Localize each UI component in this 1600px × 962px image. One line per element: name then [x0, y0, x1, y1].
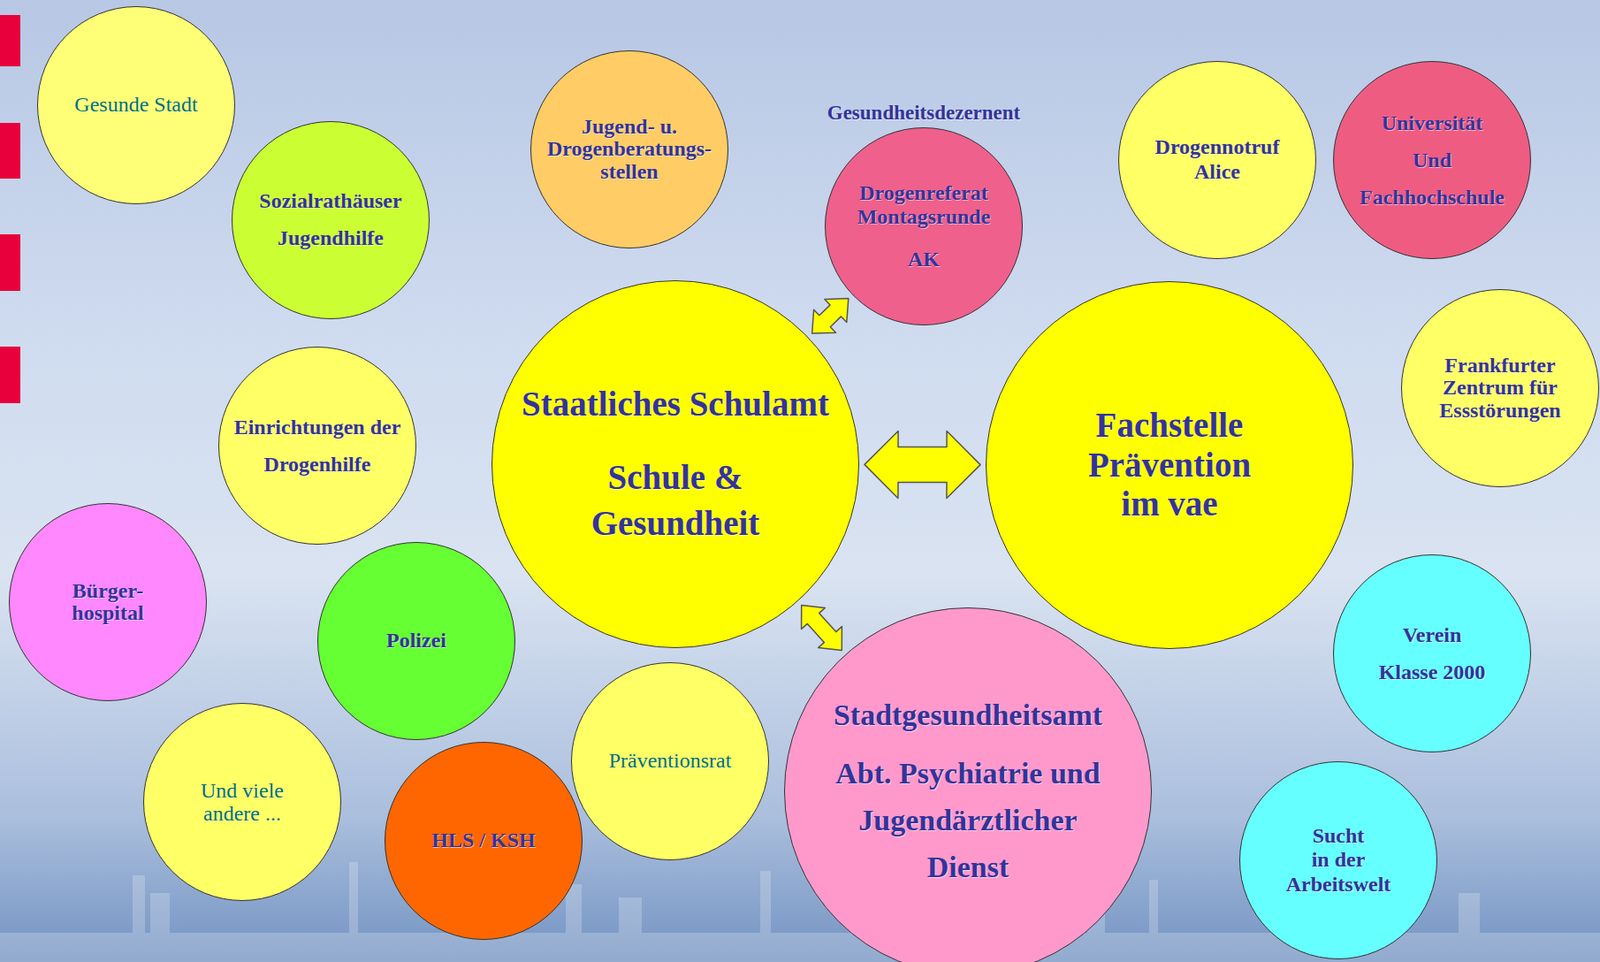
text-line: Sucht [1312, 823, 1365, 849]
text-line: HLS / KSH [431, 828, 535, 854]
circle-node: HLS / KSH [384, 741, 583, 940]
node-text: Verein Klasse 2000 [1379, 616, 1486, 691]
node-text: Einrichtungen der Drogenhilfe [234, 408, 402, 483]
text-line: Drogenhilfe [264, 445, 372, 483]
node-text: Frankfurter Zentrum für Essstörungen [1439, 354, 1561, 422]
double-arrow [812, 298, 849, 334]
text-line: Zentrum für [1442, 376, 1558, 399]
text-line: Gesundheit [591, 500, 761, 548]
node-text: Drogenreferat Montagsrunde [857, 181, 991, 230]
text-line: im vae [1120, 484, 1218, 525]
node-text: Und viele andere ... [200, 778, 284, 826]
text-line: Universität [1381, 104, 1484, 142]
text-line: Fachstelle [1096, 405, 1244, 446]
circle-node: Gesunde Stadt [37, 6, 236, 205]
node-text: Jugendhilfe [277, 226, 384, 252]
text-line: Schule & [608, 454, 744, 502]
text-line: andere ... [203, 801, 282, 825]
text-line: Einrichtungen der [234, 408, 402, 446]
text-line: stellen [600, 160, 658, 183]
text-line: Staatliches Schulamt [521, 380, 830, 428]
text-line: Jugendhilfe [277, 226, 384, 252]
circle-node: StadtgesundheitsamtAbt. Psychiatrie und … [784, 607, 1152, 962]
node-text: Polizei [386, 628, 447, 654]
double-arrow [801, 605, 843, 651]
node-text: Sucht in der Arbeitswelt [1286, 823, 1392, 898]
node-text: Fachstelle Prävention im vae [1088, 405, 1251, 526]
text-line: Sozialrathäuser [259, 189, 402, 214]
text-line: Drogenreferat [859, 181, 989, 206]
text-line: Prävention [1088, 445, 1251, 486]
node-text: Universität Und Fachhochschule [1359, 104, 1505, 216]
text-line: hospital [71, 601, 144, 625]
text-line: Gesunde Stadt [74, 92, 198, 118]
node-text: Staatliches Schulamt [521, 380, 830, 428]
circle-node: Drogennotruf Alice [1118, 60, 1317, 260]
circle-node: GesundheitsdezernentDrogenreferat Montag… [824, 127, 1023, 326]
text-line: Dienst [927, 844, 1010, 892]
circle-node: Bürger- hospital [8, 502, 207, 701]
text-line: Frankfurter [1444, 354, 1555, 377]
text-line: Verein [1402, 616, 1463, 654]
text-line: Fachhochschule [1359, 178, 1505, 216]
circle-node: Sucht in der Arbeitswelt [1239, 761, 1438, 960]
text-line: Bürger- [72, 579, 144, 602]
circle-node: Präventionsrat [571, 662, 770, 861]
text-line: Drogenberatungs- [547, 137, 712, 160]
circle-node: Einrichtungen der Drogenhilfe [218, 346, 417, 545]
text-line: Präventionsrat [609, 748, 732, 774]
node-text: Abt. Psychiatrie und Jugendärztlicher Di… [835, 750, 1100, 891]
node-text: AK [907, 247, 940, 273]
circle-node: Staatliches SchulamtSchule & Gesundheit [491, 280, 860, 648]
text-line: Polizei [386, 628, 447, 654]
node-text: Präventionsrat [609, 748, 732, 774]
node-text: Gesunde Stadt [74, 92, 198, 118]
text-line: Essstörungen [1439, 399, 1561, 422]
circle-node: Frankfurter Zentrum für Essstörungen [1401, 289, 1600, 488]
circle-node: SozialrathäuserJugendhilfe [231, 121, 430, 320]
circle-node: Jugend- u. Drogenberatungs- stellen [530, 50, 729, 249]
text-line: Gesundheitsdezernent [827, 101, 1021, 125]
text-line: Stadtgesundheitsamt [833, 692, 1103, 740]
circle-node: Fachstelle Prävention im vae [985, 281, 1354, 649]
text-line: Arbeitswelt [1286, 872, 1392, 898]
text-line: Alice [1194, 160, 1241, 185]
circle-node: Und viele andere ... [143, 702, 342, 901]
text-line: AK [907, 247, 940, 273]
text-line: Montagsrunde [857, 205, 991, 230]
text-line: Drogennotruf [1155, 135, 1280, 160]
node-text: Sozialrathäuser [259, 189, 402, 214]
node-text: Schule & Gesundheit [591, 454, 761, 548]
node-text: HLS / KSH [431, 828, 535, 854]
side-marks [0, 15, 21, 404]
circle-node: Verein Klasse 2000 [1333, 554, 1532, 753]
node-text: Drogennotruf Alice [1155, 135, 1280, 184]
text-line: Abt. Psychiatrie und [835, 750, 1100, 798]
text-line: Jugendärztlicher [858, 797, 1077, 845]
node-text: Jugend- u. Drogenberatungs- stellen [547, 115, 712, 183]
text-line: Jugend- u. [581, 115, 678, 138]
circle-node: Universität Und Fachhochschule [1333, 60, 1532, 260]
node-heading: Gesundheitsdezernent [827, 101, 1021, 125]
double-arrow [864, 431, 981, 499]
circle-node: Polizei [317, 541, 516, 740]
text-line: Und viele [200, 778, 284, 802]
text-line: Und [1412, 141, 1452, 179]
node-text: Stadtgesundheitsamt [833, 692, 1103, 740]
text-line: Klasse 2000 [1379, 653, 1486, 691]
node-text: Bürger- hospital [71, 579, 144, 625]
text-line: in der [1311, 847, 1366, 873]
